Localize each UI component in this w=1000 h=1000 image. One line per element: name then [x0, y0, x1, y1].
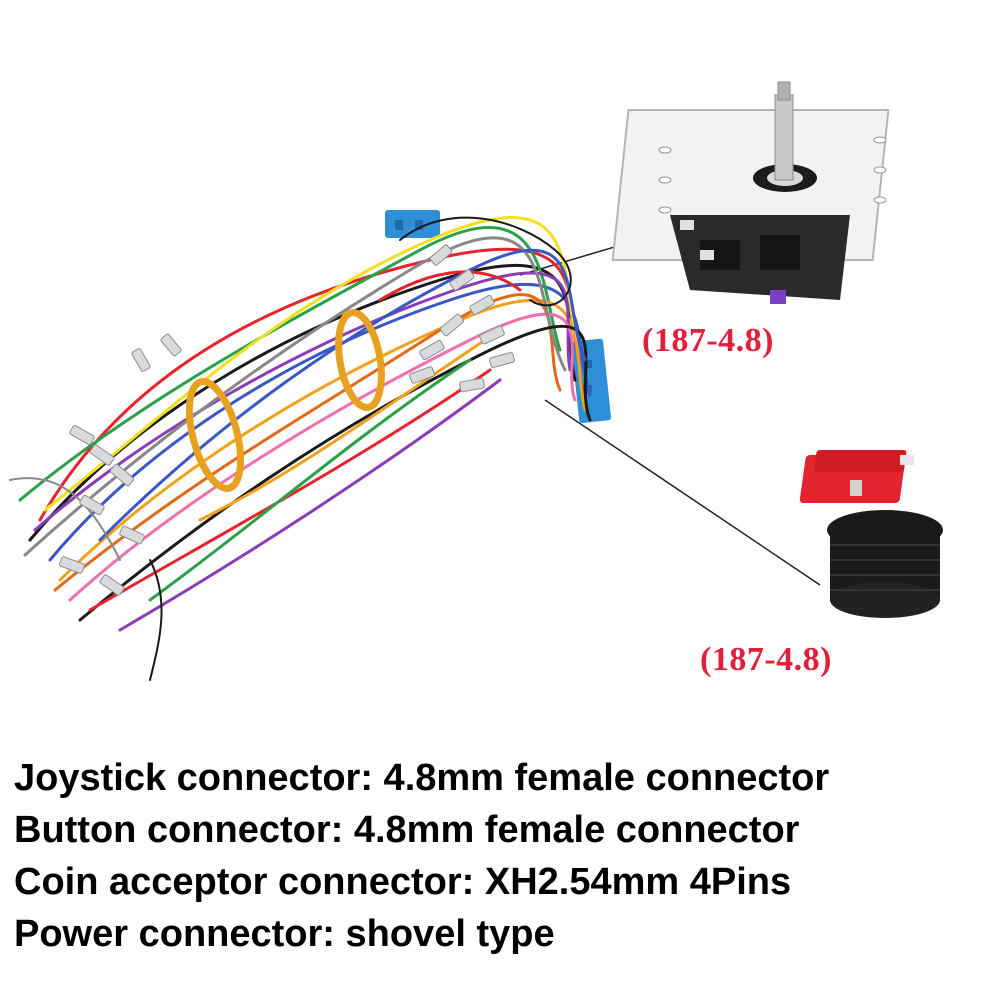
product-illustration	[9, 81, 943, 681]
spec-line-button: Button connector: 4.8mm female connector	[14, 809, 800, 851]
product-photo: (187-4.8) (187-4.8)	[9, 81, 943, 681]
joystick-connector-label: (187-4.8)	[642, 322, 774, 359]
wire-harness-image	[9, 210, 611, 681]
spec-line-power: Power connector: shovel type	[14, 913, 555, 955]
joystick-image	[611, 81, 890, 304]
zip-tie	[335, 309, 385, 411]
zip-tie	[185, 378, 245, 492]
spec-line-joystick: Joystick connector: 4.8mm female connect…	[14, 757, 830, 799]
push-button-image	[799, 450, 943, 618]
spec-line-coin-acceptor: Coin acceptor connector: XH2.54mm 4Pins	[14, 861, 792, 903]
button-connector-label: (187-4.8)	[700, 641, 832, 678]
blue-connector-top	[385, 210, 440, 238]
spec-list: Joystick connector: 4.8mm female connect…	[14, 752, 1000, 960]
button-pointer-line	[544, 399, 821, 586]
